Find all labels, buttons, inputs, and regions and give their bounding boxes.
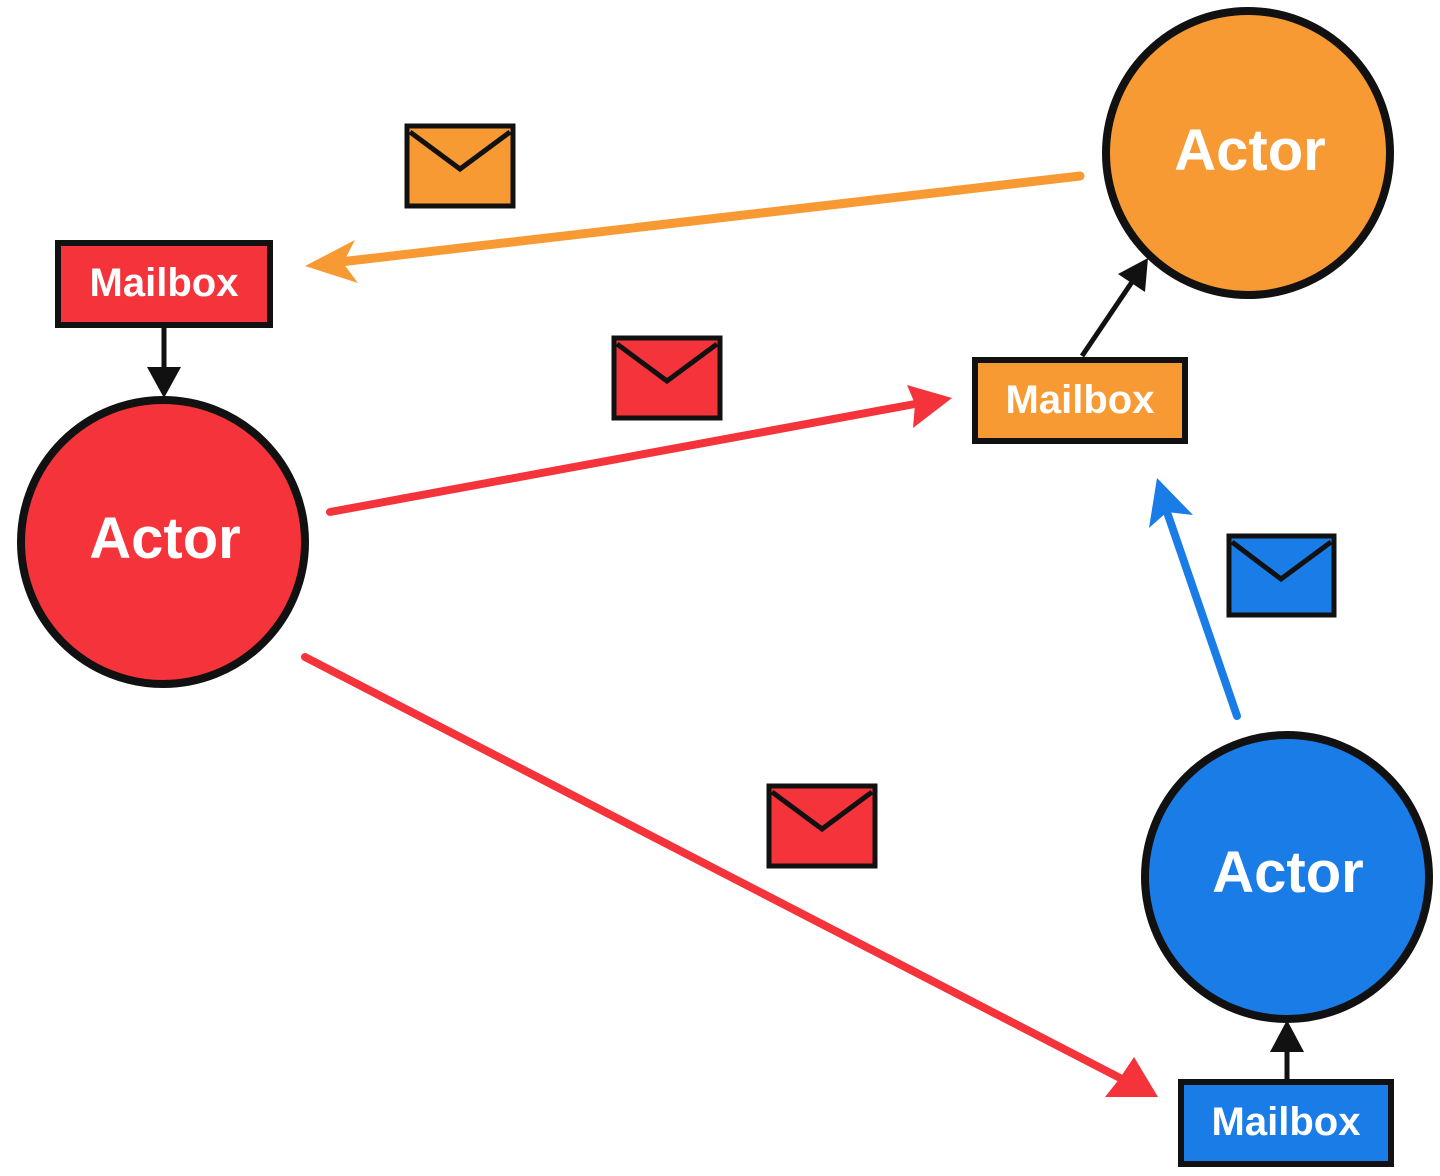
message-arrow-blue-to-orange-mailbox: [1149, 478, 1241, 720]
mailbox-red[interactable]: Mailbox: [55, 240, 273, 328]
mailbox-label: Mailbox: [1006, 378, 1155, 422]
message-arrow-red-to-orange-mailbox: [326, 385, 952, 516]
actor-label: Actor: [1212, 840, 1363, 905]
actor-red[interactable]: Actor: [17, 396, 309, 688]
envelope-icon: [611, 335, 723, 421]
delivery-arrow-blue: [1270, 1020, 1304, 1080]
delivery-arrow-orange: [1079, 258, 1148, 358]
envelope-icon: [1226, 533, 1337, 618]
envelope-icon: [766, 783, 878, 869]
mailbox-label: Mailbox: [90, 261, 239, 305]
message-arrow-orange-to-red-mailbox: [305, 171, 1085, 283]
mailbox-blue[interactable]: Mailbox: [1178, 1079, 1394, 1167]
actor-label: Actor: [89, 506, 240, 571]
actor-blue[interactable]: Actor: [1141, 731, 1433, 1023]
message-arrow-red-to-blue-mailbox: [301, 653, 1158, 1097]
envelope-icon: [404, 123, 516, 209]
delivery-arrow-red: [147, 326, 181, 398]
actor-orange[interactable]: Actor: [1102, 7, 1394, 299]
mailbox-orange[interactable]: Mailbox: [972, 357, 1188, 444]
actor-label: Actor: [1174, 118, 1325, 183]
mailbox-label: Mailbox: [1212, 1100, 1361, 1144]
